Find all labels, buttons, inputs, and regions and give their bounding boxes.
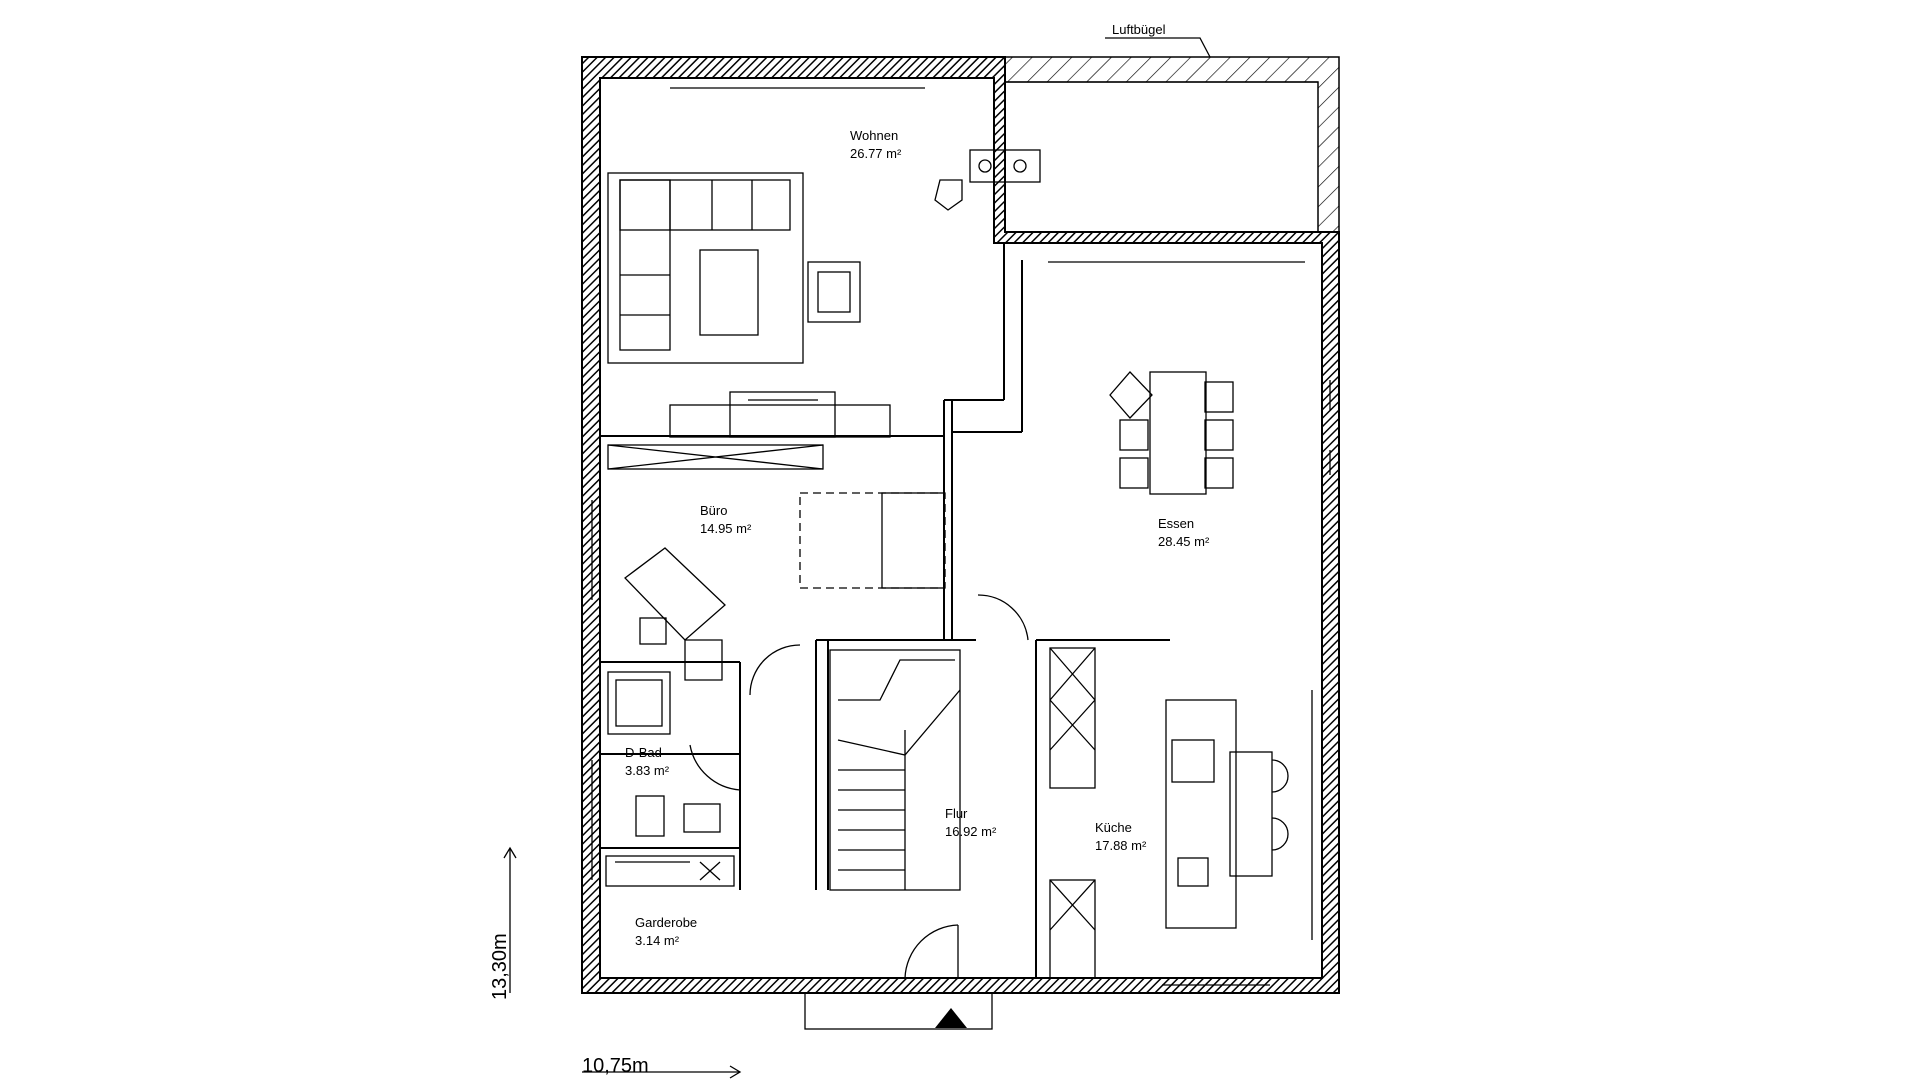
office-furniture — [607, 444, 946, 681]
staircase — [829, 649, 961, 891]
room-area-flur: 16.92 m² — [945, 824, 997, 839]
room-name-garderobe: Garderobe — [635, 915, 697, 930]
air-space — [1004, 37, 1340, 233]
entrance-triangle — [935, 1008, 967, 1028]
dimension-arrows — [503, 846, 742, 1079]
bath-fixtures — [607, 671, 741, 837]
wardrobe — [605, 855, 735, 887]
room-area-wohnen: 26.77 m² — [850, 146, 902, 161]
interior-walls — [600, 78, 1170, 978]
room-name-buero: Büro — [700, 503, 727, 518]
room-area-essen: 28.45 m² — [1158, 534, 1210, 549]
dimension-height: 13,30m — [489, 933, 511, 1000]
room-area-dbad: 3.83 m² — [625, 763, 670, 778]
room-area-garderobe: 3.14 m² — [635, 933, 680, 948]
windows — [591, 87, 1331, 986]
room-area-buero: 14.95 m² — [700, 521, 752, 536]
room-name-flur: Flur — [945, 806, 968, 821]
room-name-wohnen: Wohnen — [850, 128, 898, 143]
outer-walls — [581, 56, 1340, 994]
room-name-essen: Essen — [1158, 516, 1194, 531]
kitchen — [1049, 647, 1289, 979]
room-name-dbad: D-Bad — [625, 745, 662, 760]
doors — [749, 594, 1029, 1030]
dining-set — [1109, 371, 1234, 495]
room-area-kueche: 17.88 m² — [1095, 838, 1147, 853]
dimension-width: 10,75m — [582, 1055, 649, 1077]
air-space-label: Luftbügel — [1112, 22, 1166, 37]
room-name-kueche: Küche — [1095, 820, 1132, 835]
sofa-group — [607, 149, 1041, 438]
